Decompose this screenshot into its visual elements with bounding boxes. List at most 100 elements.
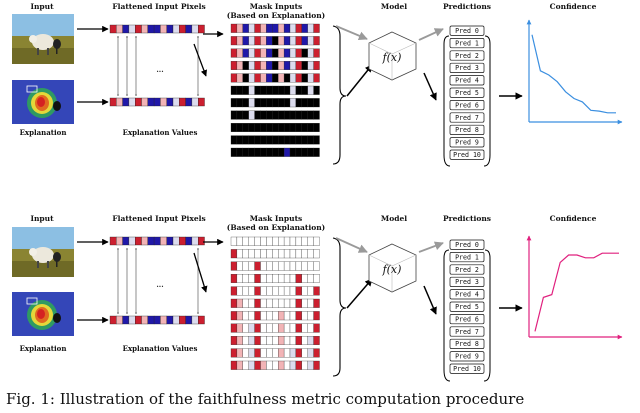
mask-cell [260,85,267,95]
mask-cell [254,98,261,108]
mask-cell [242,61,249,70]
mask-cell [295,323,302,333]
mask-cell [295,98,302,108]
mask-cell [307,348,314,358]
mask-cell [283,336,291,345]
mask-cell [313,286,320,296]
prediction-label: Pred 4 [455,291,479,299]
explanation-cell [191,315,199,325]
pixel-cell [172,236,180,246]
mask-cell [301,73,308,83]
mask-cell [254,36,261,46]
mask-cell [295,360,302,370]
prediction-box [449,239,485,250]
mask-cell [272,298,279,308]
mask-cell [295,23,302,33]
mask-cell [242,298,249,308]
label-explanation-values: Explanation Values [123,128,198,137]
mask-cell [283,323,291,333]
mask-cell [248,61,255,70]
prediction-label: Pred 5 [455,89,479,97]
mask-cell [278,85,285,95]
mask-cell [236,298,243,308]
mask-cell [307,298,314,308]
explanation-cell [141,315,148,325]
mask-cell [278,323,285,333]
pixel-cell [147,236,155,246]
mask-cell [307,61,314,70]
mask-brace [332,25,347,165]
explanation-cell [198,97,205,107]
mask-cell [260,286,267,296]
mask-cell [254,48,261,58]
explanation-cell [160,97,167,107]
mask-cell [307,236,314,246]
mask-cell [289,61,297,70]
pixel-cell [191,236,199,246]
pixel-cell [185,24,193,34]
mask-cell [254,360,261,370]
mask-cell [289,123,297,132]
mask-cell [283,360,291,370]
mask-cell [301,110,308,120]
mask-cell [260,147,267,157]
mask-cell [301,286,308,296]
pixel-cell [160,236,167,246]
ellipsis: ... [156,65,163,74]
mask-cell [295,147,302,157]
mask-cell [254,236,261,246]
mask-cell [254,73,261,83]
input-image [12,227,74,277]
arrow-original-to-model [335,237,368,253]
explanation-cell [166,315,174,325]
mask-cell [283,249,291,259]
mask-cell [307,336,314,345]
ellipsis: ... [156,280,163,289]
pixel-cell [179,236,186,246]
mask-cell [272,261,279,271]
explanation-cell [160,315,167,325]
mask-cell [295,110,302,120]
mask-cell [301,85,308,95]
mask-cell [313,85,320,95]
prediction-label: Pred 7 [455,114,479,122]
mask-cell [260,311,267,321]
prediction-label: Pred 3 [455,64,479,72]
mask-cell [283,147,291,157]
mask-cell [272,348,279,358]
mask-cell [230,311,238,321]
mask-cell [242,135,249,145]
mask-cell [313,236,320,246]
explanation-value-strip [109,315,205,325]
mask-cell [230,85,238,95]
prediction-label: Pred 1 [455,253,479,261]
mask-cell [307,98,314,108]
pixel-cell [109,236,117,246]
mask-cell [260,135,267,145]
mask-cell [278,110,285,120]
mask-cell [254,348,261,358]
mask-cell [266,123,273,132]
mask-cell [272,236,279,246]
prediction-label: Pred 2 [455,266,479,274]
label-explanation-values: Explanation Values [123,344,198,353]
mask-cell [230,336,238,345]
mask-cell [248,23,255,33]
mask-cell [242,23,249,33]
mask-cell [301,236,308,246]
pixel-cell [116,236,123,246]
mask-cell [230,48,238,58]
mask-cell [236,23,243,33]
mask-cell [266,98,273,108]
mask-cell [307,249,314,259]
mask-cell [272,286,279,296]
mask-cell [278,98,285,108]
prediction-box [449,338,485,349]
mask-cell [301,348,308,358]
mask-cell [272,360,279,370]
prediction-box [449,112,485,123]
mask-cell [242,286,249,296]
mask-cell [307,323,314,333]
pixel-cell [116,24,123,34]
